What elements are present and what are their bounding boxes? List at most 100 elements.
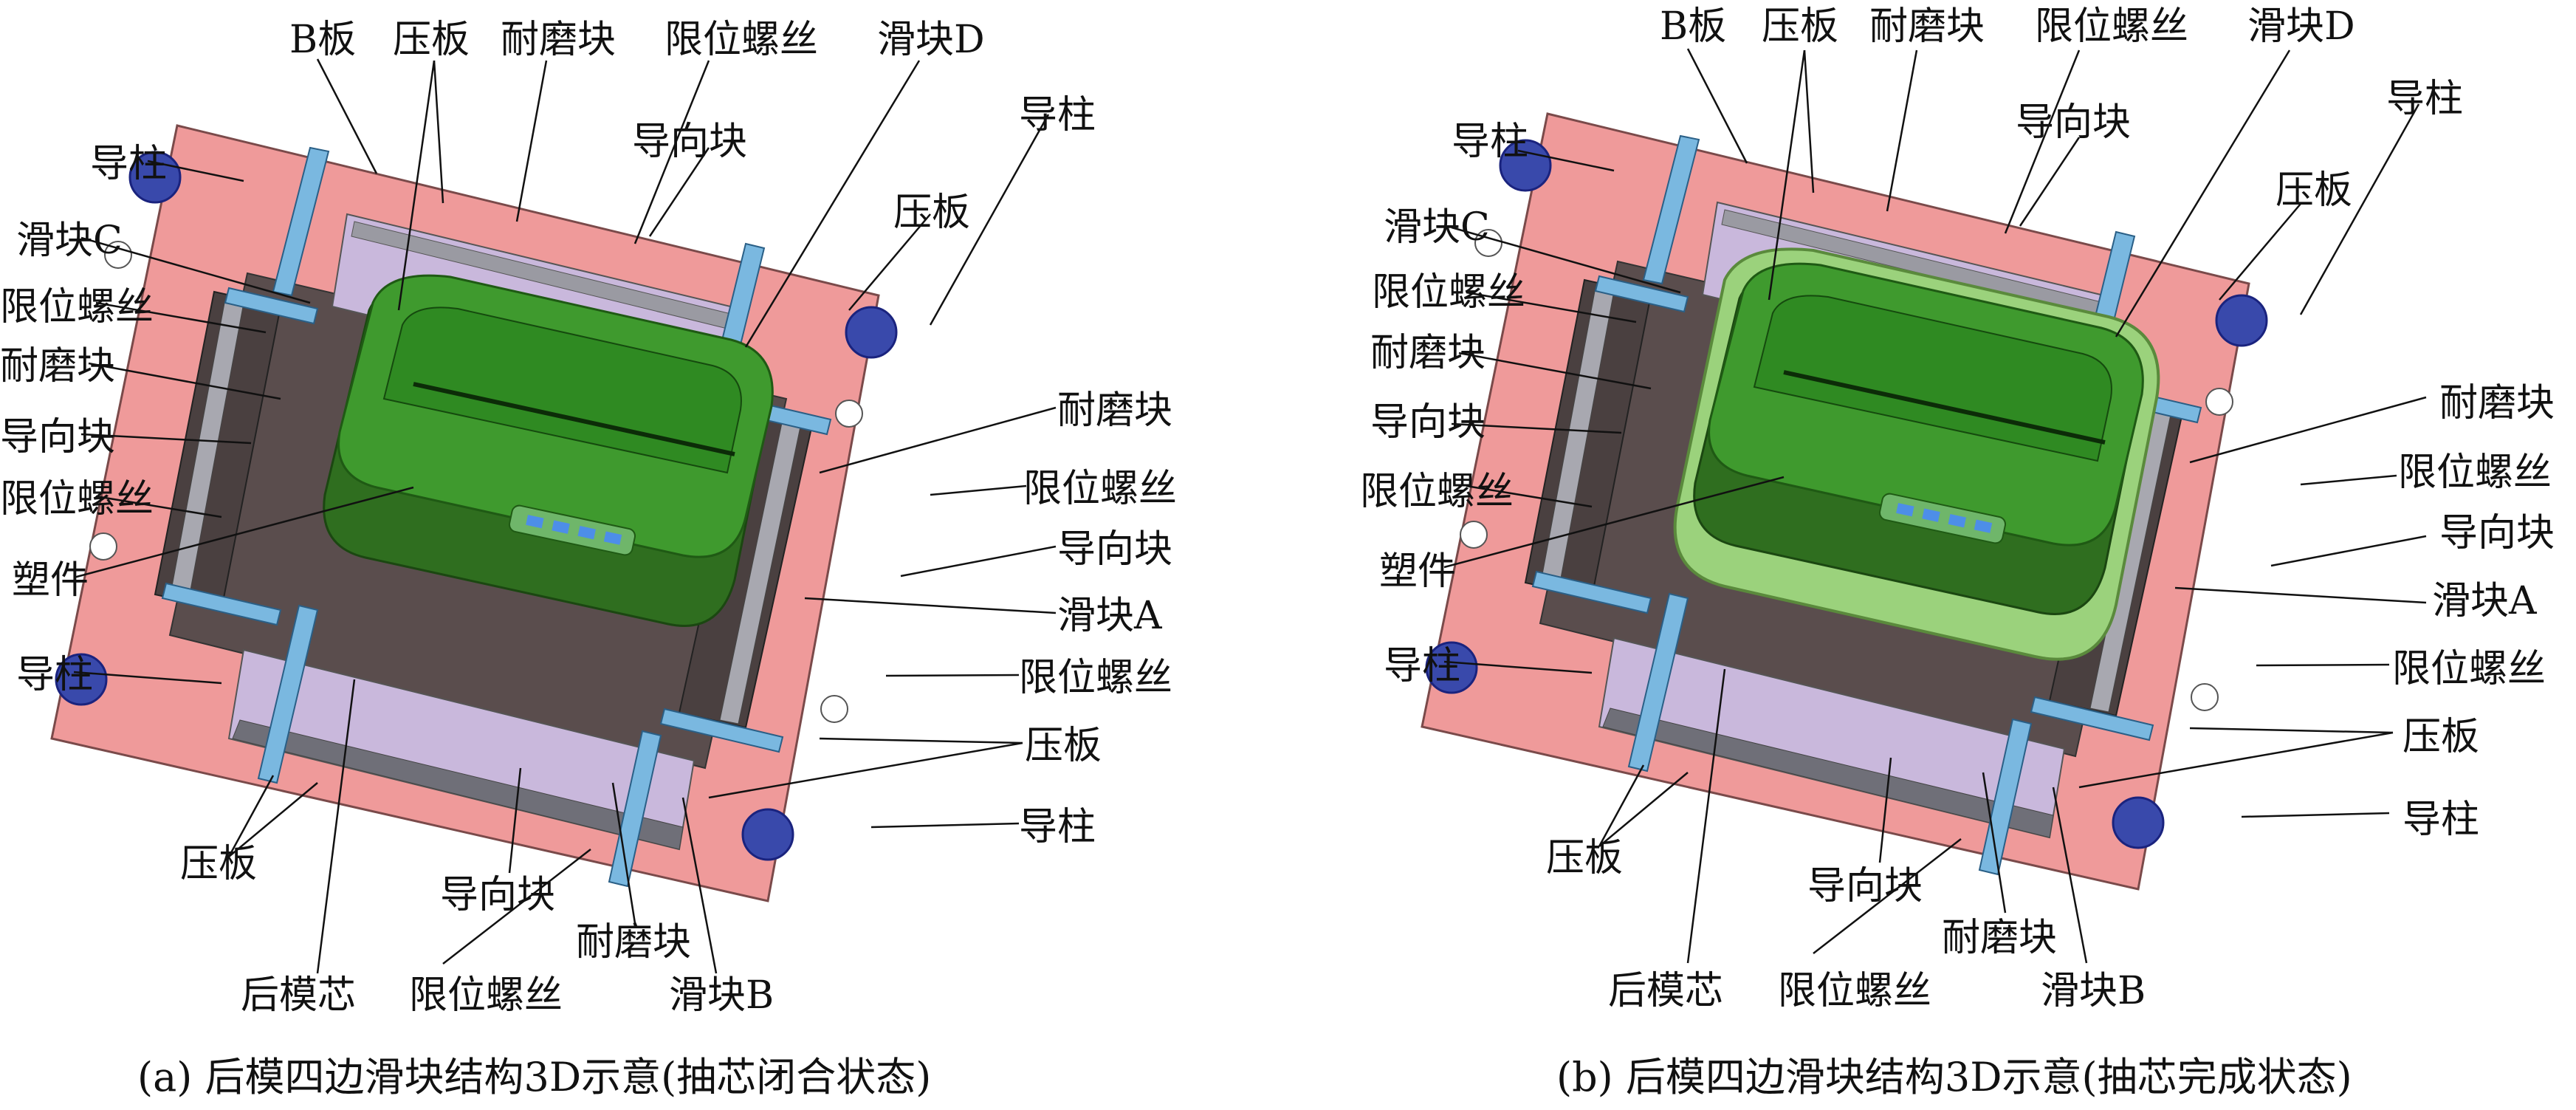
- leader-line: [633, 60, 710, 244]
- leader-line: [1813, 838, 1962, 954]
- leader-line: [2115, 49, 2291, 338]
- press-plate: [161, 582, 282, 626]
- plastic-part-cavity: [1753, 295, 2112, 462]
- label-limit-screw-top: 限位螺丝: [664, 18, 819, 62]
- press-plate: [1642, 134, 1700, 285]
- leader-line: [316, 679, 356, 974]
- label-slider-a: 滑块A: [1057, 594, 1162, 638]
- guide-pillar: [1499, 139, 1552, 192]
- label-guide-pillar-bl: 导柱: [1384, 644, 1461, 688]
- press-plate: [257, 604, 319, 784]
- label-wear-block-bottom: 耐磨块: [1942, 916, 2058, 960]
- leader-line: [147, 160, 244, 182]
- button-light: [1948, 514, 1966, 528]
- leader-line: [681, 797, 718, 974]
- guide-pillar: [55, 653, 108, 706]
- plastic-part-cavity: [382, 306, 742, 474]
- label-slider-c: 滑块C: [16, 219, 123, 263]
- label-slider-d: 滑块D: [2247, 4, 2355, 49]
- label-wear-block-l: 耐磨块: [1370, 331, 1486, 375]
- label-guide-block-top: 导向块: [632, 120, 748, 164]
- leader-line: [2270, 535, 2427, 567]
- guide-pillar: [741, 808, 794, 861]
- plate-hole: [104, 241, 132, 269]
- part-slot: [1783, 370, 2106, 445]
- press-plate: [224, 287, 319, 325]
- leader-line: [611, 782, 636, 924]
- leader-line: [2189, 727, 2394, 734]
- leader-line: [870, 822, 1020, 829]
- leader-line: [316, 58, 378, 174]
- label-limit-screw-l1: 限位螺丝: [0, 285, 154, 329]
- label-rear-core: 后模芯: [1608, 969, 1724, 1013]
- leader-line: [1598, 764, 1645, 847]
- leader-line: [848, 213, 931, 311]
- leader-line: [397, 60, 436, 311]
- label-guide-block-r: 导向块: [1057, 527, 1173, 572]
- guide-pillar: [2215, 294, 2268, 347]
- plate-hole: [820, 695, 848, 723]
- label-limit-screw-l1: 限位螺丝: [1372, 270, 1526, 315]
- guide-pillar: [2112, 796, 2165, 849]
- label-limit-screw-l2: 限位螺丝: [0, 477, 154, 521]
- plate-hole: [89, 532, 117, 561]
- label-guide-pillar-tl: 导柱: [90, 142, 168, 186]
- panel-b-drawing: [1421, 112, 2268, 891]
- press-plate: [272, 146, 330, 297]
- label-guide-block-bottom: 导向块: [1807, 864, 1923, 908]
- label-slider-a: 滑块A: [2432, 579, 2537, 623]
- label-press-plate-tr: 压板: [893, 191, 971, 235]
- label-press-plate-top: 压板: [393, 18, 470, 62]
- label-guide-pillar-tr: 导柱: [2386, 77, 2464, 121]
- label-limit-screw-r1: 限位螺丝: [1023, 467, 1178, 511]
- button-light: [1922, 508, 1940, 522]
- label-guide-block-r: 导向块: [2439, 511, 2555, 555]
- label-press-plate-bl: 压板: [180, 842, 258, 886]
- leader-line: [1878, 757, 1892, 863]
- press-plate: [2030, 696, 2154, 741]
- label-guide-pillar-tl: 导柱: [1452, 120, 1529, 164]
- label-limit-screw-r2: 限位螺丝: [1019, 656, 1173, 700]
- label-guide-pillar-br: 导柱: [1019, 805, 1096, 849]
- label-press-plate-tr: 压板: [2276, 168, 2353, 213]
- label-wear-block-l: 耐磨块: [0, 344, 116, 388]
- plate-hole: [2205, 388, 2233, 416]
- leader-line: [2219, 203, 2301, 301]
- guide-pillar: [1425, 641, 1478, 694]
- leader-line: [819, 406, 1057, 474]
- label-limit-screw-top: 限位螺丝: [2035, 4, 2189, 49]
- button-light: [1896, 503, 1914, 517]
- leader-line: [80, 433, 252, 445]
- label-rear-core: 后模芯: [241, 973, 357, 1018]
- leader-line: [1598, 772, 1689, 847]
- label-limit-screw-r2: 限位螺丝: [2392, 647, 2546, 691]
- button-light: [526, 515, 544, 529]
- leader-line: [1451, 422, 1622, 434]
- label-press-plate-r: 压板: [1025, 724, 1102, 768]
- part-slot: [413, 382, 735, 456]
- label-wear-block-r: 耐磨块: [2439, 381, 2555, 425]
- label-b-plate: B板: [289, 18, 357, 62]
- leader-line: [95, 301, 267, 334]
- leader-line: [228, 782, 318, 857]
- leader-line: [1466, 484, 1593, 508]
- label-limit-screw-bottom: 限位螺丝: [409, 973, 563, 1018]
- leader-line: [1768, 49, 1806, 301]
- leader-line: [80, 236, 311, 304]
- label-slider-c: 滑块C: [1384, 205, 1490, 250]
- leader-line: [930, 484, 1027, 496]
- leader-line: [2078, 731, 2394, 789]
- leader-line: [2019, 137, 2081, 227]
- label-slider-b: 滑块B: [2041, 969, 2146, 1013]
- label-guide-block-top: 导向块: [2016, 100, 2132, 145]
- leader-line: [2174, 586, 2427, 604]
- button-light: [577, 526, 596, 540]
- leader-line: [1451, 226, 1681, 294]
- leader-line: [2299, 103, 2420, 315]
- label-guide-block-l: 导向块: [1370, 400, 1486, 445]
- leader-line: [804, 597, 1057, 614]
- label-guide-pillar-tr: 导柱: [1019, 93, 1096, 137]
- label-guide-block-l: 导向块: [0, 415, 116, 459]
- leader-line: [2189, 396, 2427, 464]
